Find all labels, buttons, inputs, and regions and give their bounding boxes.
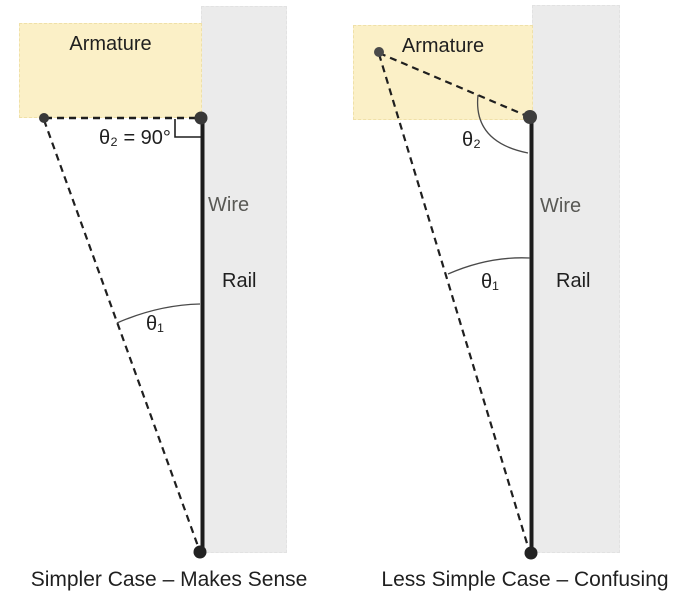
theta1-label-right: θ₁ <box>481 271 499 293</box>
right-angle-marker-left <box>174 119 201 138</box>
rail-label-left: Rail <box>222 270 257 292</box>
theta1-arc-right <box>447 257 531 275</box>
theta2-label-right: θ₂ <box>462 129 481 151</box>
dashed-diagonal-left <box>42 119 201 550</box>
wire-label-left: Wire <box>208 194 250 216</box>
dashed-diagonal-right <box>377 53 531 551</box>
dashed-armature-right <box>378 51 528 118</box>
wire-top-dot-left <box>194 111 208 125</box>
theta2-arc-right <box>476 94 529 154</box>
theta2-label-left: θ₂ = 90° <box>99 127 171 149</box>
pivot-dot-right <box>374 47 384 57</box>
wire-top-dot-right <box>523 110 537 124</box>
caption-left: Simpler Case – Makes Sense <box>30 568 308 591</box>
armature-label-right: Armature <box>401 35 485 57</box>
wire-bottom-dot-left <box>193 545 207 559</box>
wire-label-right: Wire <box>540 195 582 217</box>
armature-label-left: Armature <box>69 33 152 55</box>
rail-rectangle-left <box>201 6 287 553</box>
rail-label-right: Rail <box>556 270 591 292</box>
theta1-arc-left <box>116 303 201 324</box>
armature-rectangle-right <box>353 25 533 120</box>
theta1-label-left: θ₁ <box>146 313 164 335</box>
wire-bottom-dot-right <box>524 546 538 560</box>
pivot-dot-left <box>39 113 49 123</box>
armature-rectangle-left <box>19 23 202 118</box>
caption-right: Less Simple Case – Confusing <box>381 568 669 591</box>
